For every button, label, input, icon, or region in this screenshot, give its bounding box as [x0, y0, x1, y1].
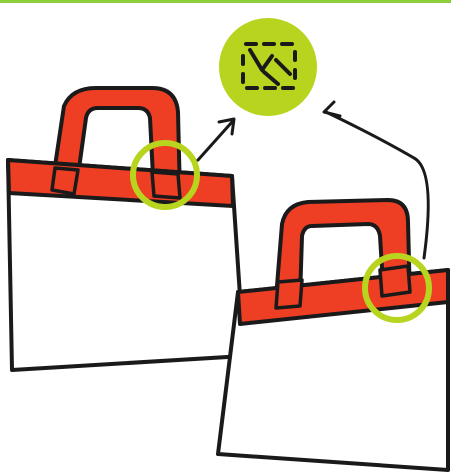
right-bag-strap-right — [380, 266, 410, 296]
right-bag-strap-left — [276, 280, 302, 308]
right-tote-bag — [218, 200, 448, 470]
arrow-left — [198, 119, 234, 160]
left-tote-bag — [8, 88, 244, 370]
curved-arrow-icon — [324, 102, 428, 258]
left-bag-strap-left — [52, 168, 78, 194]
badge-circle — [219, 18, 317, 116]
no-sewing-icon — [219, 18, 317, 116]
left-bag-strap-right — [152, 172, 180, 198]
